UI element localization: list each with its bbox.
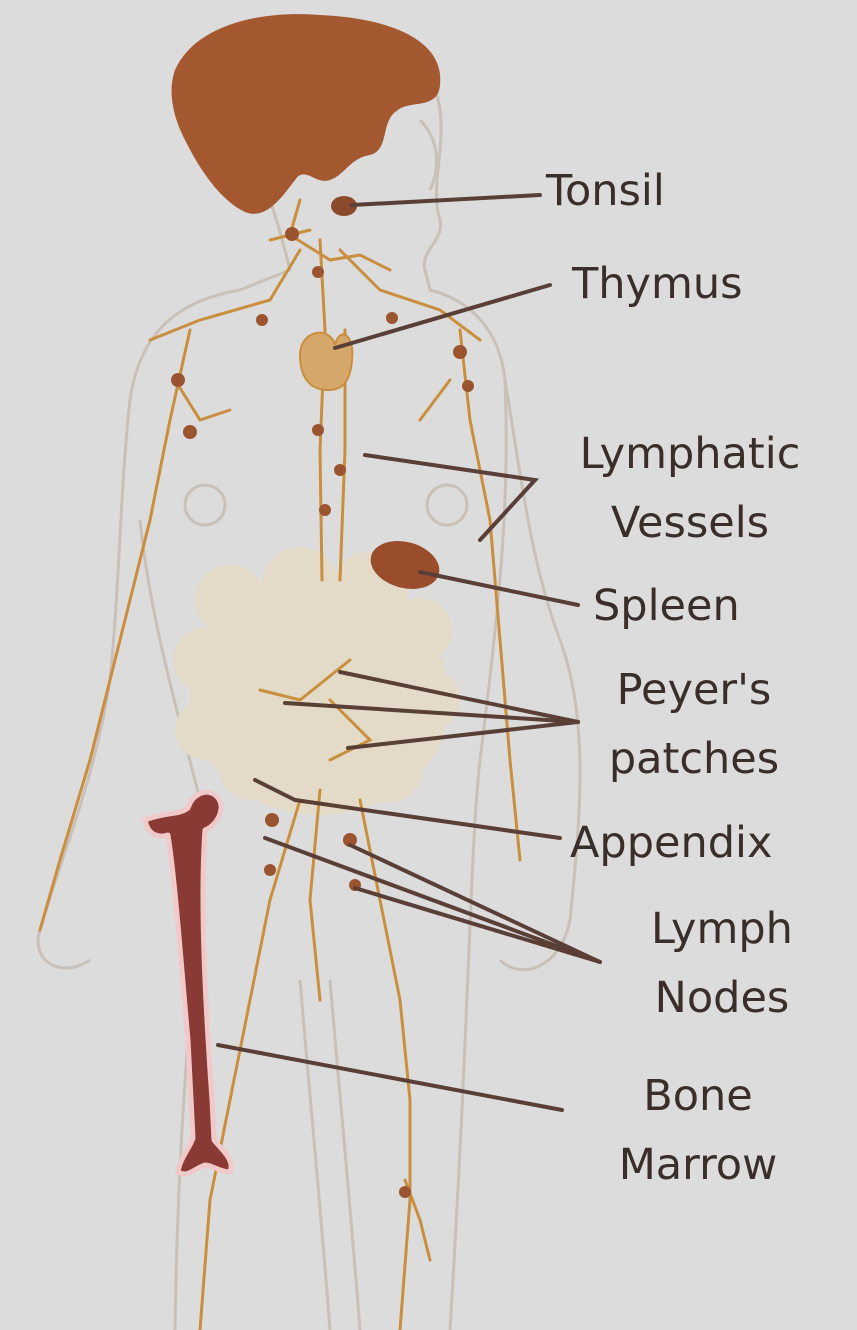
lymphatic-vessels-leader bbox=[365, 455, 535, 540]
femur-bone bbox=[145, 792, 231, 1174]
label-tonsil: Tonsil bbox=[546, 170, 665, 213]
label-bone-marrow: Bone Marrow bbox=[578, 1062, 818, 1200]
label-peyers-patches-line2: patches bbox=[570, 725, 818, 794]
label-lymph-nodes-line2: Nodes bbox=[612, 964, 832, 1033]
hair bbox=[172, 14, 441, 214]
tonsil-leader bbox=[352, 195, 540, 205]
label-lymph-nodes-line1: Lymph bbox=[612, 895, 832, 964]
label-lymphatic-vessels: Lymphatic Vessels bbox=[540, 420, 840, 558]
label-thymus: Thymus bbox=[572, 263, 743, 306]
appendix-leader-b bbox=[295, 800, 560, 838]
label-spleen: Spleen bbox=[593, 585, 740, 628]
label-bone-marrow-line2: Marrow bbox=[578, 1131, 818, 1200]
label-peyers-patches-line1: Peyer's bbox=[570, 656, 818, 725]
label-lymphatic-vessels-line2: Vessels bbox=[540, 489, 840, 558]
label-lymph-nodes: Lymph Nodes bbox=[612, 895, 832, 1033]
label-appendix: Appendix bbox=[570, 822, 772, 865]
label-bone-marrow-line1: Bone bbox=[578, 1062, 818, 1131]
label-peyers-patches: Peyer's patches bbox=[570, 656, 818, 794]
lymph-nodes-leader-3 bbox=[355, 888, 600, 962]
thymus bbox=[300, 333, 352, 390]
label-lymphatic-vessels-line1: Lymphatic bbox=[540, 420, 840, 489]
bone-marrow-leader bbox=[218, 1045, 562, 1110]
